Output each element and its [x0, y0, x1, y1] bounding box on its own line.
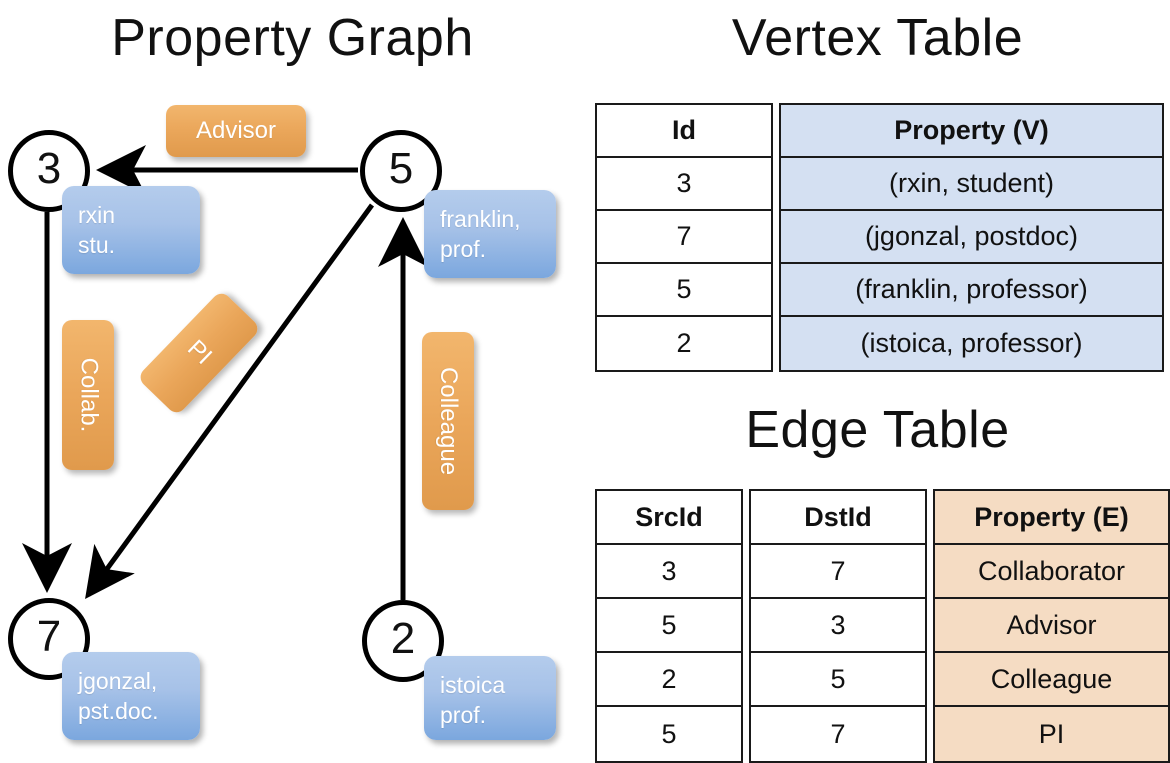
edge-label-colleague: Colleague — [422, 332, 474, 510]
vertex-table-cell-id: 2 — [676, 328, 692, 358]
edge-table-column-srcid: SrcId 3 5 2 5 — [595, 489, 743, 763]
graph-node-7-label: 7 — [36, 612, 62, 661]
edge-table-cell-property: Advisor — [935, 599, 1168, 653]
edge-table-column-dstid: DstId 7 3 5 7 — [749, 489, 927, 763]
edge-table-cell-srcid: 5 — [597, 599, 741, 653]
node-property-box-istoica: istoica prof. — [424, 656, 556, 740]
edge-label-collab: Collab. — [62, 320, 114, 470]
node-property-line-2: stu. — [78, 232, 116, 258]
node-property-box-rxin: rxin stu. — [62, 186, 200, 274]
vertex-table-header-id: Id — [597, 105, 771, 158]
page-title-vertex-table: Vertex Table — [731, 9, 1024, 67]
node-property-line-2: prof. — [440, 236, 487, 262]
edge-table-cell-dstid: 5 — [751, 653, 925, 707]
vertex-table-cell-id: 5 — [597, 264, 771, 317]
edge-table-cell-dstid: 7 — [830, 718, 846, 749]
edge-table-cell-property: Collaborator — [935, 545, 1168, 599]
graph-node-2[interactable]: 2 — [362, 600, 444, 682]
edge-label-colleague-text: Colleague — [435, 366, 462, 476]
node-property-line-1: franklin, — [440, 206, 521, 232]
node-property-box-jgonzal: jgonzal, pst.doc. — [62, 652, 200, 740]
vertex-table-cell-property: (jgonzal, postdoc) — [781, 211, 1162, 264]
vertex-table-cell-id: 7 — [597, 211, 771, 264]
vertex-table-header-property: Property (V) — [781, 105, 1162, 158]
node-property-line-1: istoica — [440, 672, 506, 698]
edge-table: SrcId 3 5 2 5 DstId 7 3 5 7 Property (E)… — [595, 489, 1170, 763]
graph-node-5-label: 5 — [388, 144, 414, 193]
vertex-table-column-property: Property (V) (rxin, student) (jgonzal, p… — [779, 103, 1164, 372]
edge-label-pi-text: PI — [181, 335, 217, 371]
edge-table-header-property: Property (E) — [935, 491, 1168, 545]
vertex-table-cell-property: (rxin, student) — [781, 158, 1162, 211]
node-property-line-1: jgonzal, — [78, 668, 158, 694]
edge-table-cell-srcid: 3 — [597, 545, 741, 599]
vertex-table-cell-property: (istoica, professor) — [781, 317, 1162, 370]
page-title-property-graph: Property Graph — [111, 9, 474, 67]
node-property-line-1: rxin — [78, 202, 116, 228]
edge-table-cell-srcid: 2 — [597, 653, 741, 707]
page-title-edge-table: Edge Table — [745, 401, 1010, 459]
edge-table-cell-property: PI — [935, 707, 1168, 761]
node-property-line-2: prof. — [440, 702, 487, 728]
vertex-table-cell-id: 3 — [597, 158, 771, 211]
edge-table-header-srcid: SrcId — [597, 491, 741, 545]
edge-arrow-5-to-7 — [85, 203, 375, 600]
edge-label-collab-text: Collab. — [75, 357, 102, 433]
graph-node-3-label: 3 — [36, 144, 62, 193]
edge-table-cell-srcid: 5 — [661, 718, 677, 749]
edge-table-cell-dstid: 7 — [751, 545, 925, 599]
edge-label-advisor-text: Advisor — [195, 117, 277, 144]
edge-table-cell-dstid: 3 — [751, 599, 925, 653]
edge-table-column-property: Property (E) Collaborator Advisor Collea… — [933, 489, 1170, 763]
edge-table-cell-property: Colleague — [935, 653, 1168, 707]
graph-edges-layer — [22, 145, 428, 600]
vertex-table: Id 3 7 5 2 Property (V) (rxin, student) … — [595, 103, 1164, 372]
node-property-box-franklin: franklin, prof. — [424, 190, 556, 278]
edge-label-advisor: Advisor — [166, 105, 306, 157]
graph-node-2-label: 2 — [390, 614, 416, 663]
graph-node-5[interactable]: 5 — [360, 130, 442, 212]
edge-table-header-dstid: DstId — [751, 491, 925, 545]
vertex-table-cell-property: (franklin, professor) — [781, 264, 1162, 317]
vertex-table-column-id: Id 3 7 5 2 — [595, 103, 773, 372]
node-property-line-2: pst.doc. — [78, 698, 159, 724]
